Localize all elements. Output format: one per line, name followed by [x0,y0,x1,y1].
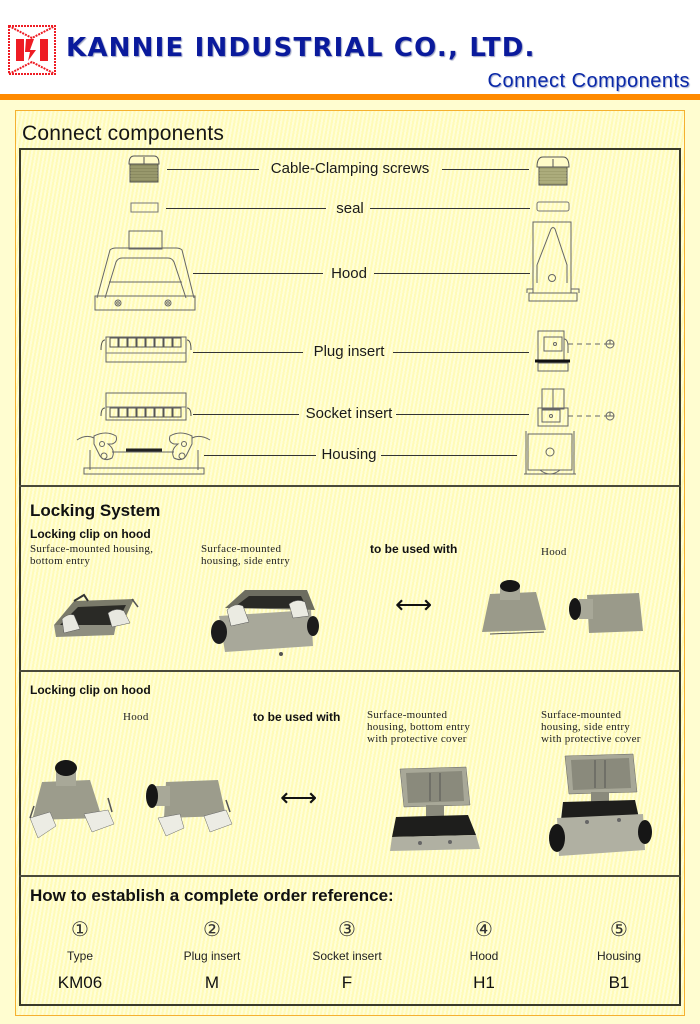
order-label: Housing [596,949,642,963]
leader-line [370,208,530,209]
left-cable-screw-drawing [126,154,162,184]
hood-caption: Hood [541,546,567,558]
leader-line [166,208,326,209]
caption-side-entry: Surface-mounted housing, side entry [201,543,291,567]
part-label-housing: Housing [321,446,377,463]
step-number-2: ② [203,917,221,941]
order-label: Type [66,949,93,963]
leader-line [374,273,530,274]
hood-caption-2: Hood [123,711,149,723]
content-frame [15,110,685,1016]
step-number-4: ④ [475,917,493,941]
part-label-hood: Hood [331,265,367,282]
order-reference-title: How to establish a complete order refere… [30,886,394,905]
hood-top-entry-photo [482,580,546,642]
leader-line [396,414,529,415]
catalog-box [19,148,681,1006]
order-column-socket-insert: ③ Socket insert F [287,915,407,993]
left-housing-drawing [76,428,212,476]
step-number-5: ⑤ [610,917,628,941]
leader-line [204,455,316,456]
part-label-plug-insert: Plug insert [313,343,385,360]
used-with-label: to be used with [370,542,458,556]
section-divider [19,875,681,877]
left-plug-insert-drawing [100,334,192,364]
right-hood-drawing [525,221,581,303]
left-socket-insert-drawing [100,392,192,422]
right-housing-drawing [520,430,580,478]
order-code: KM06 [57,973,103,992]
order-label: Socket insert [312,949,382,963]
company-name: KANNIE INDUSTRIAL CO., LTD. [66,33,536,63]
section-divider [19,485,681,487]
leader-line [393,352,529,353]
section-divider [19,670,681,672]
leader-line [193,414,299,415]
housing-bottom-entry-cover-photo [390,765,480,851]
left-hood-drawing [94,230,196,312]
right-socket-insert-drawing [534,388,618,428]
order-column-plug-insert: ② Plug insert M [152,915,272,993]
housing-bottom-entry-photo [54,585,144,637]
right-plug-insert-drawing [534,327,618,373]
part-label-socket-insert: Socket insert [305,405,393,422]
order-code: M [204,973,220,992]
used-with-label-2: to be used with [253,710,341,724]
caption-bottom-entry: Surface-mounted housing, bottom entry [30,543,154,567]
leader-line [193,352,303,353]
step-number-3: ③ [338,917,356,941]
part-label-cable-clamping-screws: Cable-Clamping screws [270,160,430,177]
leader-line [442,169,529,170]
page-subtitle: Connect Components [487,70,690,92]
step-number-1: ① [71,917,89,941]
order-column-type: ① Type KM06 [20,915,140,993]
order-label: Hood [469,949,499,963]
order-label: Plug insert [183,949,241,963]
right-seal-drawing [536,200,572,214]
page-header: KANNIE INDUSTRIAL CO., LTD. Connect Comp… [0,0,700,95]
left-seal-drawing [130,201,160,215]
double-arrow-icon: ⟷ [395,589,433,619]
right-cable-screw-drawing [535,155,571,187]
order-code: B1 [608,973,630,992]
caption-side-entry-cover: Surface-mounted housing, side entry with… [541,709,641,745]
part-label-seal: seal [336,200,364,217]
leader-line [193,273,323,274]
order-code: H1 [473,973,495,992]
leader-line [167,169,259,170]
kannie-logo-icon [8,25,56,75]
housing-side-entry-cover-photo [549,752,652,856]
components-title: Connect components [22,122,225,145]
hood-with-clips-top-entry-photo [26,760,118,842]
caption-bottom-entry-cover: Surface-mounted housing, bottom entry wi… [367,709,471,745]
double-arrow-icon: ⟷ [280,782,318,812]
leader-line [381,455,517,456]
order-column-hood: ④ Hood H1 [424,915,544,993]
order-code: F [341,973,353,992]
header-divider [0,94,700,100]
locking-clip-subtitle-2: Locking clip on hood [30,683,151,697]
hood-side-entry-photo [569,593,643,633]
hood-with-clips-side-entry-photo [146,780,240,840]
locking-system-title: Locking System [30,501,161,520]
order-column-housing: ⑤ Housing B1 [559,915,679,993]
locking-clip-subtitle: Locking clip on hood [30,527,151,541]
housing-side-entry-photo [211,590,319,656]
